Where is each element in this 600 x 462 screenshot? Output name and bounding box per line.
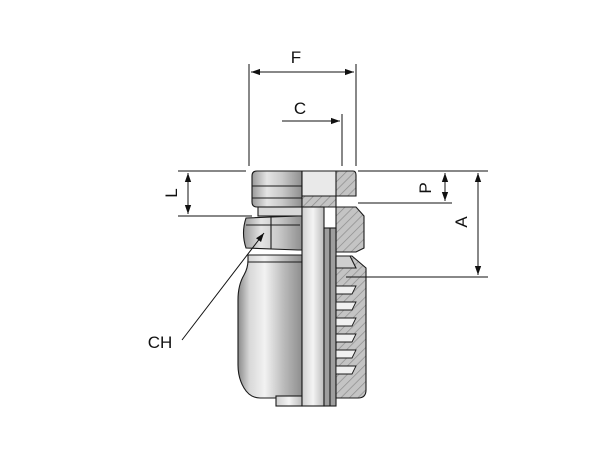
label-ch: CH bbox=[148, 333, 173, 352]
label-p: P bbox=[416, 182, 435, 193]
swivel-nut-outer bbox=[251, 170, 303, 208]
thread-neck bbox=[257, 206, 303, 217]
dimension-labels: F C L P A CH bbox=[148, 48, 471, 352]
dim-ch-leader bbox=[181, 232, 265, 341]
hex-section bbox=[335, 206, 365, 253]
nipple-tail bbox=[275, 395, 303, 407]
stem-bore bbox=[301, 206, 325, 407]
ferrule-serrations bbox=[335, 285, 357, 375]
fitting-body bbox=[237, 170, 367, 407]
label-f: F bbox=[291, 48, 301, 67]
label-a: A bbox=[452, 216, 471, 228]
ferrule-outer bbox=[237, 254, 303, 399]
label-c: C bbox=[294, 99, 306, 118]
label-l: L bbox=[162, 188, 181, 197]
hex-outer bbox=[242, 215, 303, 251]
dimension-lines bbox=[178, 64, 488, 341]
